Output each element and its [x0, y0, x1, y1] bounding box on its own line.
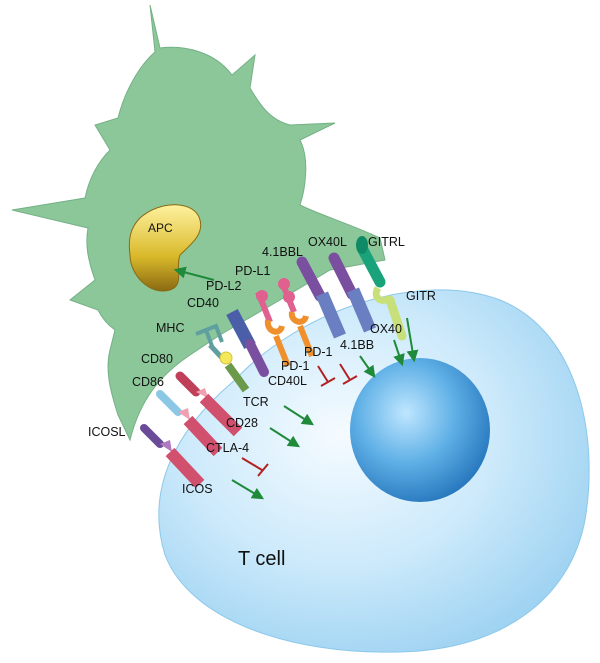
label-4-1bbl: 4.1BBL: [262, 245, 303, 259]
label-mhc: MHC: [156, 321, 184, 335]
activation-arrow-tcr: [283, 405, 315, 426]
pdl2-pd1-pair: [255, 290, 291, 368]
label-pd-l1: PD-L1: [235, 264, 270, 278]
label-t-cell: T cell: [238, 548, 285, 570]
label-pd-l2: PD-L2: [206, 279, 241, 293]
label-cd86: CD86: [132, 375, 164, 389]
label-apc: APC: [148, 221, 173, 235]
label-pd-1-a: PD-1: [304, 345, 333, 359]
cd80-cd28-pair: [175, 371, 243, 437]
inhibition-bar-pd1-a: [317, 365, 336, 387]
label-tcr: TCR: [243, 395, 269, 409]
activation-arrow-to-apc: [173, 266, 215, 281]
activation-arrow-41bb: [359, 355, 376, 378]
label-icosl: ICOSL: [88, 425, 126, 439]
label-ox40l: OX40L: [308, 235, 347, 249]
activation-arrow-gitr: [406, 317, 419, 363]
inhibition-bar-ctla4: [241, 457, 269, 477]
labels: APC T cell GITRL OX40L 4.1BBL PD-L1 PD-L…: [88, 221, 436, 570]
label-cd28: CD28: [226, 416, 258, 430]
label-4-1bb: 4.1BB: [340, 338, 374, 352]
label-gitrl: GITRL: [368, 235, 405, 249]
inhibition-bar-pd1-b: [339, 363, 358, 385]
t-cell: [158, 289, 590, 653]
pdl1-pd1-pair: [278, 278, 315, 358]
cd40-cd40l-pair: [226, 308, 269, 377]
activation-arrow-cd28: [269, 427, 301, 448]
activation-arrow-ox40: [393, 339, 405, 367]
label-gitr: GITR: [406, 289, 436, 303]
mhc-tcr-pair: [195, 323, 250, 393]
label-cd80: CD80: [141, 352, 173, 366]
apc-cell: [11, 4, 386, 442]
cd86-ctla4-pair: [156, 390, 223, 457]
41bbl-41bb-pair: [296, 256, 346, 339]
label-ctla-4: CTLA-4: [206, 441, 249, 455]
gitrl-gitr-pair: [356, 236, 407, 341]
label-icos: ICOS: [182, 482, 213, 496]
label-cd40: CD40: [187, 296, 219, 310]
label-cd40l: CD40L: [268, 374, 307, 388]
ox40l-ox40-pair: [328, 252, 376, 333]
icosl-icos-pair: [140, 424, 205, 489]
label-pd-1-b: PD-1: [281, 359, 310, 373]
nucleus: [350, 358, 490, 502]
activation-arrow-icos: [231, 479, 265, 500]
label-ox40: OX40: [370, 322, 402, 336]
signals: [173, 266, 419, 500]
molecules: [140, 236, 407, 489]
